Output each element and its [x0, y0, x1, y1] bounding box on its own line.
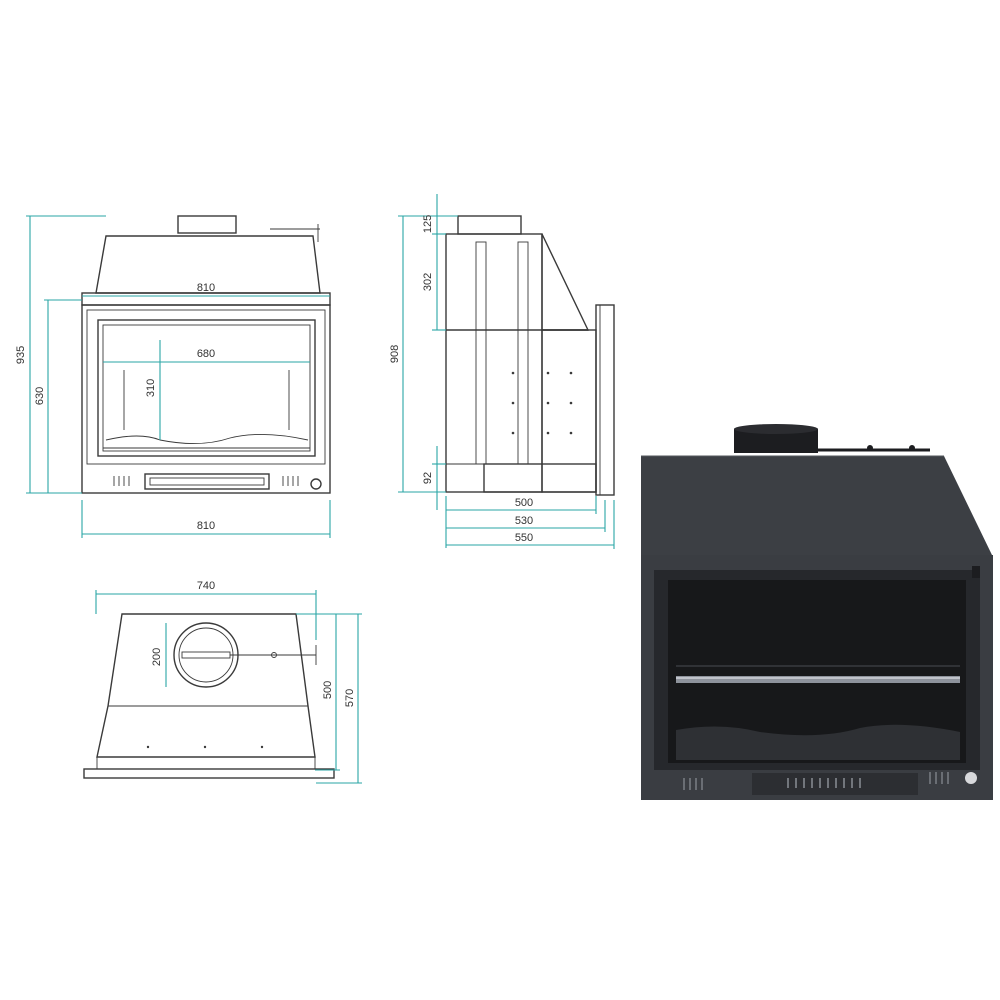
- front-ash-drawer: [144, 473, 270, 490]
- top-damper-knob: [271, 652, 277, 658]
- side-door: [595, 304, 615, 496]
- side-flue-collar: [457, 215, 522, 235]
- render-log-grate: [676, 724, 960, 760]
- render-left-vents: [683, 778, 703, 790]
- render-ash-drawer: [752, 773, 918, 795]
- front-dim-total-height: 935: [15, 215, 106, 494]
- front-door-frame: [86, 309, 326, 465]
- side-base-height-label: 92: [422, 472, 434, 484]
- front-body: [81, 304, 331, 494]
- front-dim-body-height: 630: [34, 299, 82, 493]
- front-dim-glass-height: 310: [145, 340, 161, 440]
- render-hood: [641, 456, 992, 555]
- render-right-vents: [929, 772, 949, 784]
- side-depth-1-label: 500: [515, 497, 533, 509]
- side-base: [483, 463, 597, 493]
- render-grill: [676, 676, 960, 683]
- side-bolt-holes: [511, 371, 573, 435]
- front-flue-collar: [177, 215, 237, 234]
- render-rail-knob-1: [867, 445, 873, 451]
- top-flue-label: 200: [151, 648, 163, 666]
- front-logo-badge: [310, 478, 322, 490]
- top-flue-inner: [178, 627, 234, 683]
- side-depth-2-label: 530: [515, 515, 533, 527]
- front-left-vents: [113, 476, 130, 486]
- front-width-top-label: 810: [197, 282, 215, 294]
- render-drawer-vents: [787, 778, 861, 788]
- side-dim-total-height: 908: [389, 215, 458, 493]
- side-dim-depth-3: 550: [446, 500, 615, 549]
- top-dim-depth-1: 500: [296, 613, 362, 771]
- top-damper-plate: [181, 651, 231, 659]
- side-total-height-label: 908: [389, 345, 401, 363]
- side-hood-height-label: 302: [422, 273, 434, 291]
- top-view: 740 200 500 570: [83, 580, 362, 784]
- front-log-grate: [105, 433, 309, 445]
- front-dim-width-bottom: 810: [81, 500, 331, 538]
- front-ash-drawer-handle: [149, 477, 265, 486]
- top-dim-flue: 200: [151, 623, 167, 687]
- stove-render: [641, 424, 993, 800]
- side-dim-base-height: 92: [422, 446, 446, 510]
- top-dim-width: 740: [95, 580, 317, 640]
- front-view: 935 630 810 680 310 810: [15, 215, 331, 538]
- front-glass-frame: [97, 319, 316, 457]
- front-right-vents: [282, 476, 299, 486]
- front-glass-height-label: 310: [145, 379, 157, 397]
- side-view: 908 125 302 92 500 530: [389, 194, 615, 549]
- top-width-label: 740: [197, 580, 215, 592]
- top-bolt-holes: [146, 745, 264, 749]
- top-front-plate: [83, 768, 335, 779]
- side-rib-1: [475, 241, 487, 465]
- top-body-outline: [96, 613, 316, 758]
- front-total-height-label: 935: [15, 346, 27, 364]
- front-dim-glass-width: 680: [103, 348, 310, 363]
- side-dim-top-height: 125: [422, 194, 446, 235]
- render-door-handle: [972, 566, 980, 578]
- side-top-height-label: 125: [422, 215, 434, 233]
- front-glass-width-label: 680: [197, 348, 215, 360]
- top-depth-2-label: 570: [344, 689, 356, 707]
- render-logo-badge: [965, 772, 977, 784]
- top-dim-depth-2: 570: [316, 614, 362, 784]
- front-top-plate: [81, 292, 331, 306]
- top-depth-1-label: 500: [322, 681, 334, 699]
- side-hood-slope: [541, 233, 590, 331]
- front-glass: [102, 324, 311, 452]
- side-dim-depth-1: 500: [445, 496, 597, 548]
- front-width-bottom-label: 810: [197, 520, 215, 532]
- top-flue-outer: [173, 622, 239, 688]
- side-dim-depth-2: 530: [446, 500, 606, 532]
- side-depth-3-label: 550: [515, 532, 533, 544]
- side-dim-hood-height: 302: [422, 234, 446, 331]
- front-body-height-label: 630: [34, 387, 46, 405]
- render-flue-top: [734, 424, 818, 434]
- front-dim-width-top: 810: [82, 282, 330, 297]
- side-body-front: [541, 329, 597, 493]
- render-rail-knob-2: [909, 445, 915, 451]
- side-rib-2: [517, 241, 529, 465]
